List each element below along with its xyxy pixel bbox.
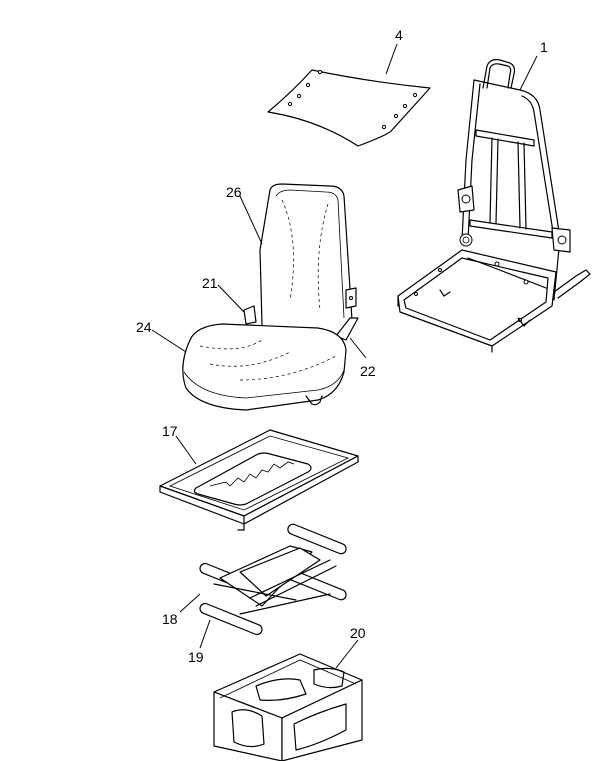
callout-19: 19: [188, 649, 204, 665]
callout-26: 26: [226, 184, 242, 200]
part-18-19-suspension: [179, 523, 347, 649]
callout-20: 20: [350, 625, 366, 641]
callout-24: 24: [136, 319, 152, 335]
callout-22: 22: [360, 363, 376, 379]
part-26-24-seat-assembly: [151, 183, 367, 411]
part-17-seat-pan: [159, 429, 359, 531]
callout-1: 1: [540, 39, 548, 55]
callout-18: 18: [162, 611, 178, 627]
callout-4: 4: [395, 27, 403, 43]
part-20-base-box: [213, 639, 363, 761]
callout-21: 21: [202, 275, 218, 291]
callout-17: 17: [162, 423, 178, 439]
part-1-seat-frame: [397, 55, 591, 353]
part-4-cover-sheet: [267, 43, 431, 147]
